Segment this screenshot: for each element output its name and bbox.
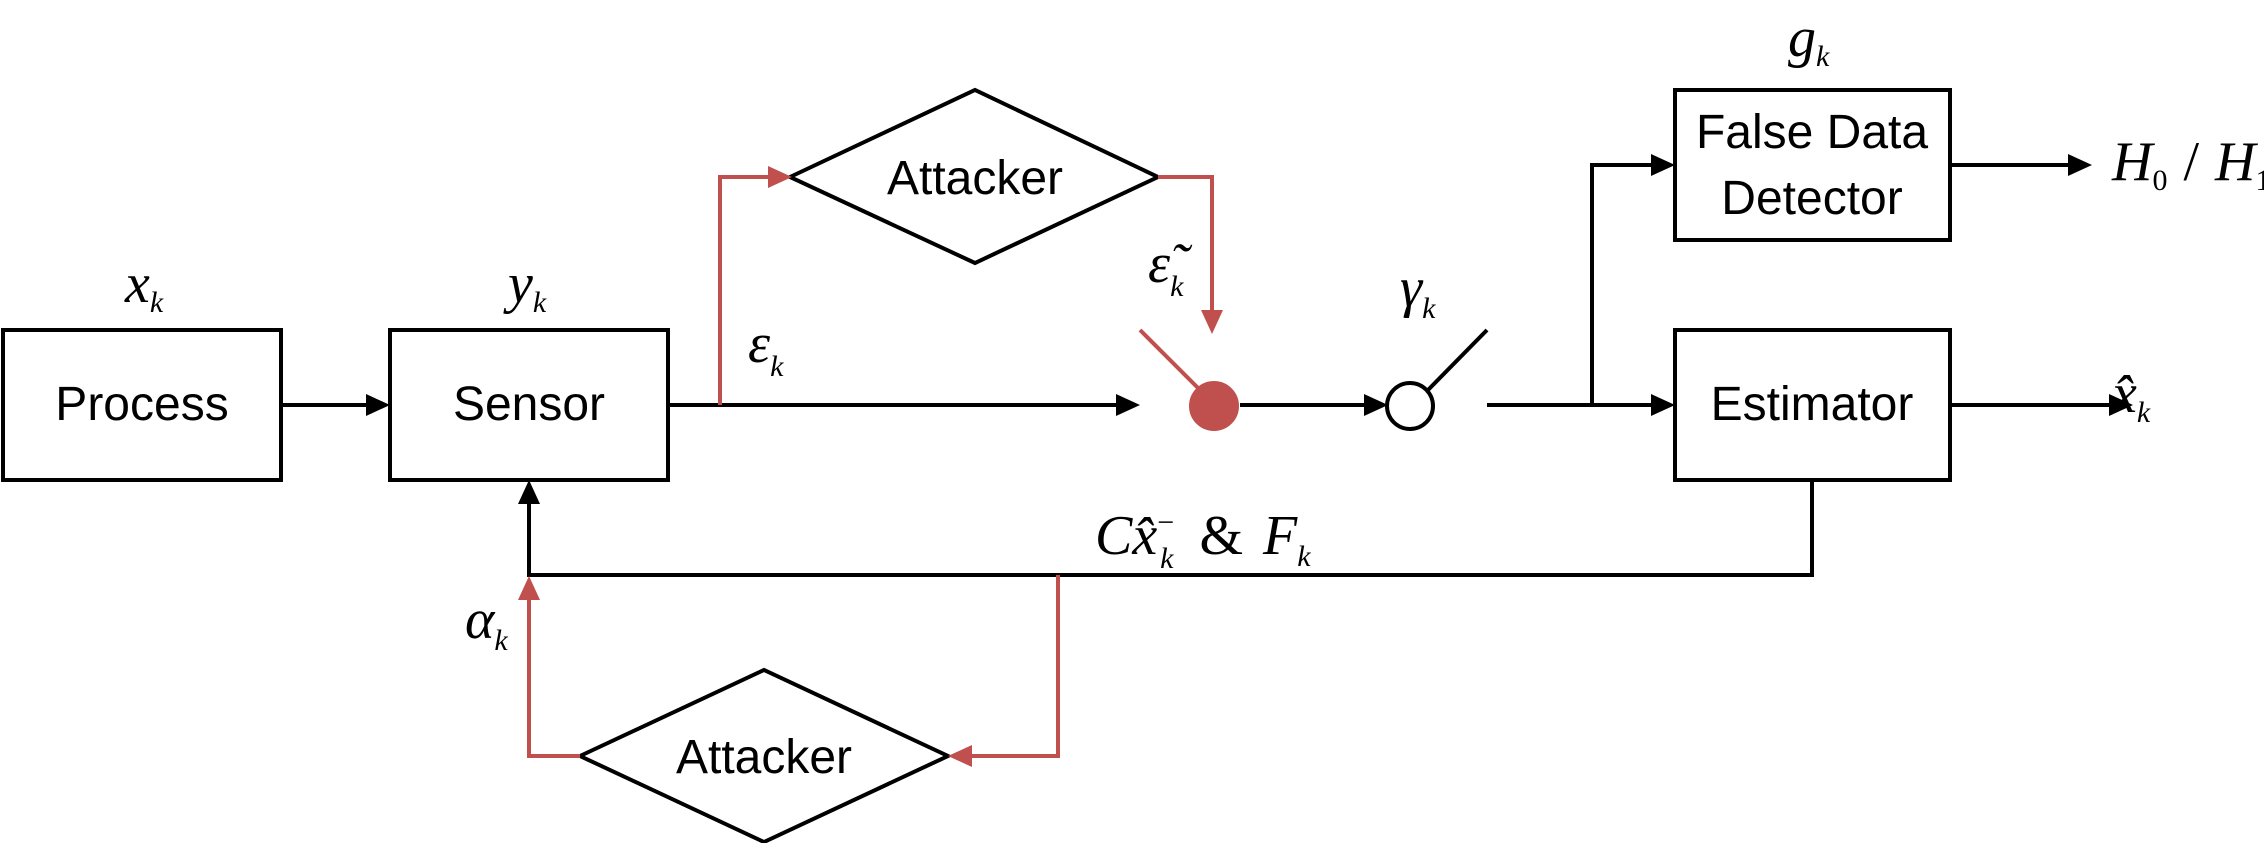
arrowhead-to-switch [1116, 394, 1140, 416]
black-arrowheads [366, 154, 2133, 504]
attacker-top-label: Attacker [887, 152, 1063, 205]
arrowhead-sensor-in [366, 394, 390, 416]
arrowhead-alpha-in [518, 576, 540, 600]
detector-label-line2: Detector [1721, 172, 1902, 225]
gamma-switch-node [1385, 381, 1435, 431]
process-block: Process [1, 328, 283, 482]
x-hat-k-label: x̂k [2111, 363, 2151, 429]
epsilon-k-label: εk [748, 313, 784, 383]
x-k-label: xk [124, 253, 164, 319]
feedback-line [527, 480, 1814, 577]
hypothesis-label: H0/H1 [2111, 131, 2264, 197]
to-detector-line [1590, 163, 1655, 405]
attacker-bottom-block: Attacker [575, 667, 953, 843]
detector-label-line1: False Data [1696, 106, 1928, 159]
process-label: Process [55, 378, 228, 431]
injection-line [1158, 175, 1214, 312]
attack-switch-blade [1138, 328, 1205, 395]
arrowhead-sensor-feedback-in [518, 480, 540, 504]
false-data-detector-block: False Data Detector [1673, 88, 1952, 242]
estimator-label: Estimator [1711, 378, 1914, 431]
gamma-k-label: γk [1400, 257, 1436, 325]
sensor-block: Sensor [388, 328, 670, 482]
sensor-label: Sensor [453, 378, 605, 431]
attack-arrowheads [518, 166, 1223, 767]
arrowhead-estimator-out [2109, 394, 2133, 416]
eavesdrop-line [718, 175, 770, 405]
attack-connections [527, 175, 1214, 758]
arrowhead-injection [1201, 310, 1223, 334]
attacker-top-block: Attacker [785, 87, 1163, 266]
epsilon-tilde-k-label: ε̃k [1148, 233, 1193, 303]
attack-switch-node [1189, 381, 1239, 431]
arrowhead-detector-out [2068, 154, 2092, 176]
black-connections [281, 163, 2110, 577]
y-k-label: yk [503, 253, 547, 319]
g-k-label: gk [1788, 7, 1830, 73]
feedback-tap-line [968, 575, 1060, 758]
attacker-bottom-label: Attacker [676, 731, 852, 784]
arrowhead-detector-in [1651, 154, 1675, 176]
alpha-injection-line [527, 598, 580, 758]
switch2-blade [1426, 328, 1489, 392]
feedback-label: Cx̂−k&Fk [1095, 505, 1311, 575]
estimator-block: Estimator [1673, 328, 1952, 482]
arrowhead-estimator-in [1651, 394, 1675, 416]
arrowhead-attacker-bottom-in [948, 745, 972, 767]
arrowhead-attacker-top-in [768, 166, 792, 188]
alpha-k-label: αk [465, 589, 508, 657]
arrowhead-to-switch2 [1364, 394, 1388, 416]
